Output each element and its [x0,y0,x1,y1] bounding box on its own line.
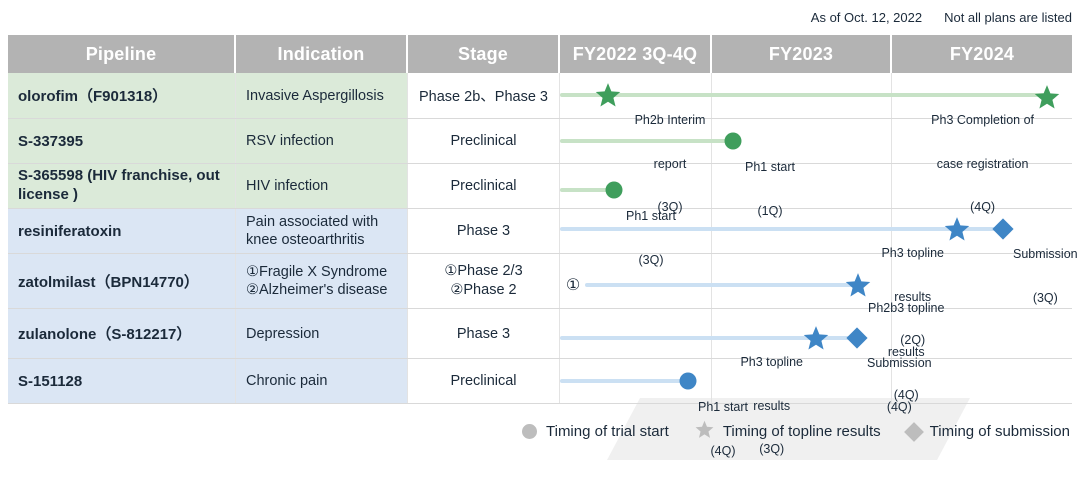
chart-legend: Timing of trial start Timing of topline … [0,420,1080,443]
cell-pipeline: resiniferatoxin [8,209,236,253]
table-row: olorofim（F901318） Invasive Aspergillosis… [8,73,1072,119]
cell-indication: Depression [236,309,408,358]
cell-stage: Preclinical [408,164,560,208]
cell-stage: Preclinical [408,119,560,163]
cell-timeline-fy2023 [712,73,892,118]
cell-timeline-fy2022 [560,73,712,118]
cell-stage: Phase 3 [408,309,560,358]
cell-pipeline: zulanolone（S-812217） [8,309,236,358]
cell-indication: Chronic pain [236,359,408,403]
column-header-indication: Indication [236,35,408,73]
cell-timeline-fy2022 [560,209,712,253]
cell-timeline-fy2024 [892,359,1072,403]
cell-timeline-fy2022 [560,164,712,208]
stage-line: ①Phase 2/3 [444,263,523,280]
cell-stage: Preclinical [408,359,560,403]
table-row: resiniferatoxin Pain associated with kne… [8,209,1072,254]
cell-indication: Invasive Aspergillosis [236,73,408,118]
cell-pipeline: S-151128 [8,359,236,403]
as-of-date: As of Oct. 12, 2022 [810,10,923,25]
star-marker-icon [695,420,714,443]
legend-item-submission: Timing of submission [903,421,1070,442]
legend-item-trial-start: Timing of trial start [522,423,669,440]
cell-indication: ①Fragile X Syndrome ②Alzheimer's disease [236,254,408,308]
cell-timeline-fy2023 [712,119,892,163]
indication-line: ①Fragile X Syndrome [246,263,388,280]
cell-indication: RSV infection [236,119,408,163]
header-notes: As of Oct. 12, 2022 Not all plans are li… [811,10,1072,25]
disclaimer-note: Not all plans are listed [944,10,1072,25]
stage-line: ②Phase 2 [450,282,517,298]
table-row: S-365598 (HIV franchise, out license ) H… [8,164,1072,209]
cell-timeline-fy2024 [892,164,1072,208]
table-row: S-337395 RSV infection Preclinical [8,119,1072,164]
cell-pipeline: olorofim（F901318） [8,73,236,118]
cell-indication: HIV infection [236,164,408,208]
table-header-row: Pipeline Indication Stage FY2022 3Q-4Q F… [8,35,1072,73]
column-header-fy2022: FY2022 3Q-4Q [560,35,712,73]
legend-label: Timing of submission [929,423,1070,440]
cell-timeline-fy2022 [560,254,712,308]
table-row: zatolmilast（BPN14770） ①Fragile X Syndrom… [8,254,1072,309]
cell-indication: Pain associated with knee osteoarthritis [236,209,408,253]
cell-timeline-fy2023 [712,164,892,208]
column-header-fy2024: FY2024 [892,35,1072,73]
table-row: S-151128 Chronic pain Preclinical [8,359,1072,404]
indication-line: Pain associated with [246,213,379,230]
column-header-fy2023: FY2023 [712,35,892,73]
legend-label: Timing of trial start [546,423,669,440]
legend-label: Timing of topline results [722,423,881,440]
cell-stage: Phase 2b、Phase 3 [408,73,560,118]
cell-timeline-fy2023 [712,209,892,253]
table-body: olorofim（F901318） Invasive Aspergillosis… [8,73,1072,405]
circle-marker-icon [522,424,537,439]
cell-pipeline: zatolmilast（BPN14770） [8,254,236,308]
indication-line: knee osteoarthritis [246,232,365,248]
table-row: zulanolone（S-812217） Depression Phase 3 [8,309,1072,359]
cell-timeline-fy2022 [560,359,712,403]
pipeline-table: Pipeline Indication Stage FY2022 3Q-4Q F… [8,35,1072,405]
cell-pipeline: S-365598 (HIV franchise, out license ) [8,164,236,208]
legend-item-topline-results: Timing of topline results [695,420,881,443]
cell-timeline-fy2024 [892,254,1072,308]
indication-line: ②Alzheimer's disease [246,282,388,298]
cell-timeline-fy2023 [712,359,892,403]
column-header-stage: Stage [408,35,560,73]
diamond-marker-icon [903,421,924,442]
cell-stage: ①Phase 2/3 ②Phase 2 [408,254,560,308]
cell-pipeline: S-337395 [8,119,236,163]
column-header-pipeline: Pipeline [8,35,236,73]
cell-timeline-fy2022 [560,119,712,163]
cell-timeline-fy2023 [712,309,892,358]
cell-timeline-fy2024 [892,209,1072,253]
cell-timeline-fy2024 [892,73,1072,118]
cell-timeline-fy2024 [892,119,1072,163]
cell-timeline-fy2024 [892,309,1072,358]
cell-timeline-fy2022 [560,309,712,358]
cell-timeline-fy2023 [712,254,892,308]
cell-stage: Phase 3 [408,209,560,253]
pipeline-chart-root: As of Oct. 12, 2022 Not all plans are li… [0,10,1080,460]
